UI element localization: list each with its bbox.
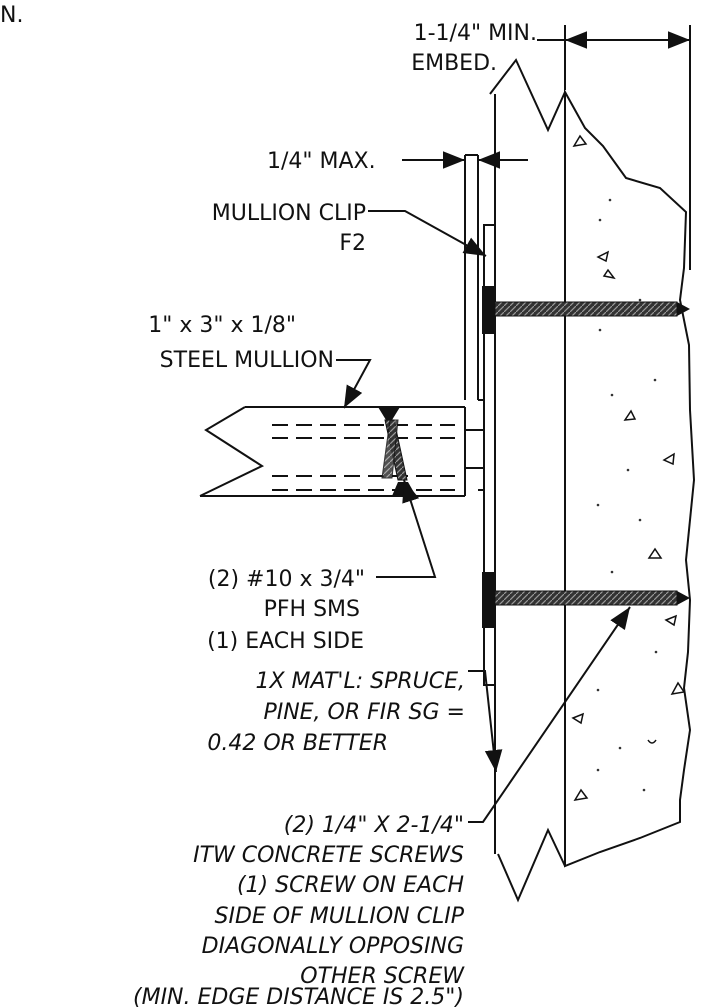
sms-label-line2: PFH SMS xyxy=(264,597,360,622)
clip-label-line2: F2 xyxy=(339,231,366,256)
label-wood-material: 1X MAT'L: SPRUCE, PINE, OR FIR SG = 0.42… xyxy=(207,669,465,756)
concrete-substrate xyxy=(564,88,696,868)
pfh-sms-screws xyxy=(378,407,416,496)
screw-label-line2: ITW CONCRETE SCREWS xyxy=(193,843,464,868)
leader-lines xyxy=(336,210,631,823)
screw-label-line6: OTHER SCREW xyxy=(300,964,465,989)
mat-label-line1: 1X MAT'L: SPRUCE, xyxy=(255,669,465,694)
label-mullion-clip: MULLION CLIP F2 xyxy=(212,201,366,256)
label-concrete-screws: (2) 1/4" X 2-1/4" ITW CONCRETE SCREWS (1… xyxy=(133,813,465,1008)
mat-label-line3: 0.42 OR BETTER xyxy=(207,731,388,756)
max-gap-label: 1/4" MAX. xyxy=(267,149,376,174)
mat-label-line2: PINE, OR FIR SG = xyxy=(263,700,465,725)
label-steel-mullion: 1" x 3" x 1/8" STEEL MULLION xyxy=(148,313,334,373)
embed-label-line2: EMBED. xyxy=(411,51,497,76)
mullion-label-line2: STEEL MULLION xyxy=(160,348,334,373)
embed-dimension xyxy=(537,25,691,270)
concrete-aggregate xyxy=(571,134,686,802)
label-pfh-sms: (2) #10 x 3/4" PFH SMS (1) EACH SIDE xyxy=(207,567,365,654)
screw-label-line5: DIAGONALLY OPPOSING xyxy=(202,934,464,959)
screw-label-line4: SIDE OF MULLION CLIP xyxy=(215,904,465,929)
label-embed: 1-1/4" MIN. EMBED. xyxy=(411,21,537,76)
corner-fragment-text: N. xyxy=(0,3,23,28)
steel-mullion xyxy=(199,406,484,497)
concrete-screw-upper xyxy=(482,286,690,334)
clip-label-line1: MULLION CLIP xyxy=(212,201,366,226)
screw-label-line1: (2) 1/4" X 2-1/4" xyxy=(284,813,464,838)
sms-label-line3: (1) EACH SIDE xyxy=(207,629,364,654)
screw-label-line7: (MIN. EDGE DISTANCE IS 2.5") xyxy=(133,985,464,1008)
sms-label-line1: (2) #10 x 3/4" xyxy=(208,567,365,592)
concrete-screw-lower xyxy=(482,572,690,628)
wood-buck xyxy=(489,58,566,903)
mullion-clip xyxy=(464,154,496,686)
embed-label-line1: 1-1/4" MIN. xyxy=(414,21,537,46)
screw-label-line3: (1) SCREW ON EACH xyxy=(237,873,464,898)
mullion-label-line1: 1" x 3" x 1/8" xyxy=(148,313,296,338)
